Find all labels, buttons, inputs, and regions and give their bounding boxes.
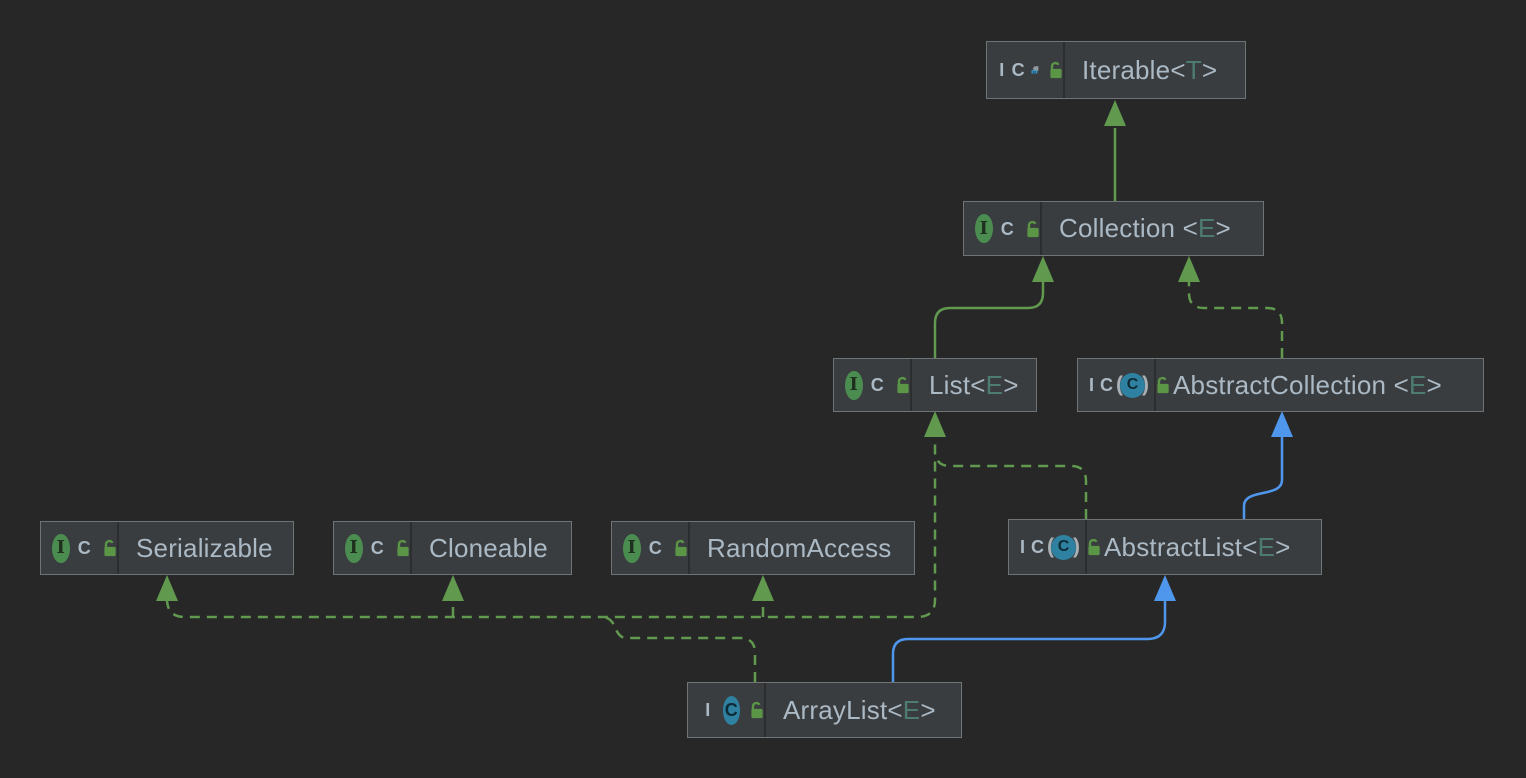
compiled-class-icon: 01 (1031, 66, 1039, 74)
class-icon: C (77, 538, 91, 558)
node-cloneable[interactable]: I C (C) 01 Cloneable (333, 521, 572, 575)
node-abstract-list[interactable]: I C (C) 01 AbstractList<E> (1008, 519, 1322, 575)
node-label: RandomAccess (707, 532, 892, 563)
node-iterable[interactable]: I C (C) 01 Iterable<T> (986, 41, 1246, 99)
node-label: Iterable<T> (1082, 54, 1218, 85)
interface-icon: I (623, 533, 641, 563)
node-serializable[interactable]: I C (C) 01 Serializable (40, 521, 294, 575)
edge-arraylist-implements-branch (600, 615, 757, 682)
node-icon-cell: I C (C) 01 (688, 683, 766, 737)
class-icon: C (870, 375, 884, 395)
interface-icon: I (1089, 375, 1095, 395)
edge-arraylist-extends-abstractlist (891, 575, 1176, 682)
node-label: Serializable (136, 532, 273, 563)
edge-arraylist-implements-randomaccess (752, 575, 774, 617)
class-icon: C (648, 538, 662, 558)
class-icon: C (1011, 60, 1025, 80)
node-icon-cell: I C (C) 01 (1078, 359, 1169, 411)
public-lock-icon (104, 539, 116, 557)
node-label: Cloneable (429, 532, 548, 563)
class-icon: C (370, 538, 384, 558)
node-random-access[interactable]: I C (C) 01 RandomAccess (611, 521, 915, 575)
arrowhead (156, 575, 178, 601)
node-label: AbstractCollection <E> (1173, 369, 1442, 400)
public-lock-icon (1050, 61, 1062, 79)
public-lock-icon (675, 539, 687, 557)
interface-icon: I (52, 533, 70, 563)
edge-arraylist-implements-serializable-and-list-trunk (156, 411, 946, 619)
class-icon: C (1100, 375, 1114, 395)
node-array-list[interactable]: I C (C) 01 ArrayList<E> (687, 682, 962, 738)
arrowhead (1104, 100, 1126, 126)
public-lock-icon (1088, 538, 1100, 556)
node-abstract-collection[interactable]: I C (C) 01 AbstractCollection <E> (1077, 358, 1484, 412)
node-icon-cell: I C (C) 01 (334, 522, 412, 574)
interface-icon: I (845, 370, 863, 400)
public-lock-icon (897, 376, 909, 394)
svg-text:01: 01 (1032, 70, 1036, 74)
node-list[interactable]: I C (C) 01 List<E> (833, 358, 1037, 412)
edge-abstractcollection-implements-collection (1178, 256, 1284, 358)
node-icon-cell: I C (C) 01 (612, 522, 690, 574)
node-label: ArrayList<E> (783, 694, 936, 725)
node-collection[interactable]: I C (C) 01 Collection <E> (963, 201, 1264, 256)
abstract-class-icon: (C) (1116, 372, 1149, 398)
class-icon: C (1000, 218, 1014, 239)
edge-abstractlist-implements-list (934, 455, 1088, 519)
public-lock-icon (397, 539, 409, 557)
edge-list-extends-collection (933, 256, 1054, 358)
node-label: List<E> (929, 369, 1019, 400)
arrowhead (924, 411, 946, 437)
arrowhead (752, 575, 774, 601)
arrowhead (442, 575, 464, 601)
node-label: Collection <E> (1059, 213, 1231, 243)
node-icon-cell: I C (C) 01 (964, 202, 1042, 255)
public-lock-icon (751, 701, 763, 719)
public-lock-icon (1027, 220, 1039, 237)
node-icon-cell: I C (C) 01 (987, 42, 1065, 98)
interface-icon: I (975, 214, 993, 243)
arrowhead (1178, 256, 1200, 282)
abstract-class-icon: (C) (1047, 534, 1080, 560)
edge-arraylist-implements-cloneable (442, 575, 464, 617)
edge-abstractlist-extends-abstractcollection (1242, 411, 1293, 519)
node-icon-cell: I C (C) 01 (1009, 520, 1100, 574)
node-label: AbstractList<E> (1104, 531, 1291, 562)
arrowhead (1032, 256, 1054, 282)
class-icon: C (722, 695, 740, 725)
arrowhead (1271, 411, 1293, 437)
interface-icon: I (705, 700, 711, 720)
interface-icon: I (999, 60, 1005, 80)
node-icon-cell: I C (C) 01 (41, 522, 119, 574)
node-icon-cell: I C (C) 01 (834, 359, 912, 411)
class-icon: C (1031, 537, 1045, 557)
interface-icon: I (345, 533, 363, 563)
arrowhead (1154, 575, 1176, 601)
public-lock-icon (1157, 376, 1169, 394)
edge-collection-extends-iterable (1104, 100, 1126, 201)
interface-icon: I (1020, 537, 1026, 557)
